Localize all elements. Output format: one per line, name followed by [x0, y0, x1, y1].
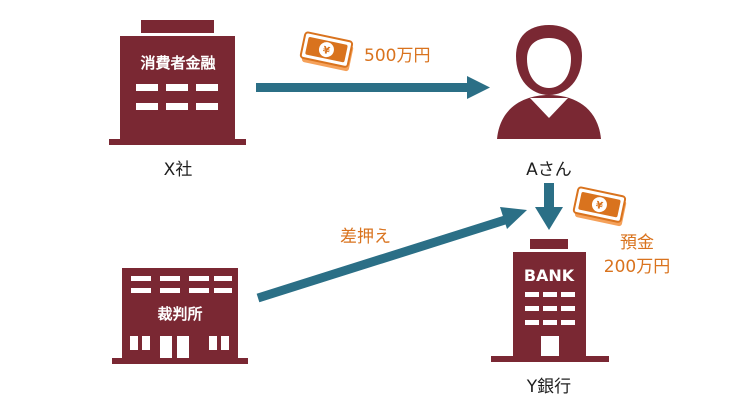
yen-banknote-icon: ¥: [299, 31, 354, 72]
seizure-arrow: [256, 207, 527, 303]
svg-text:¥: ¥: [322, 45, 331, 57]
loan-arrow: [256, 76, 490, 99]
deposit-arrow: [535, 183, 563, 230]
svg-text:¥: ¥: [595, 200, 604, 212]
bank-building-windows: [525, 292, 575, 356]
bank-caption: Y銀行: [526, 377, 571, 397]
lender-caption: X社: [164, 160, 193, 180]
lender-building-windows: [136, 84, 218, 110]
loan-amount-label: 500万円: [364, 46, 430, 66]
deposit-label-line2: 200万円: [604, 257, 670, 277]
seizure-label: 差押え: [340, 227, 391, 247]
court-sign-text: 裁判所: [157, 305, 202, 323]
person-icon: [497, 25, 601, 139]
lender-building-icon: [109, 20, 246, 145]
deposit-label-line1: 預金: [620, 233, 654, 253]
court-building-windows: [130, 276, 232, 358]
yen-banknote-icon: ¥: [572, 186, 627, 227]
lender-sign-text: 消費者金融: [140, 54, 215, 72]
bank-sign-text: BANK: [524, 266, 575, 285]
person-caption: Aさん: [526, 160, 572, 180]
